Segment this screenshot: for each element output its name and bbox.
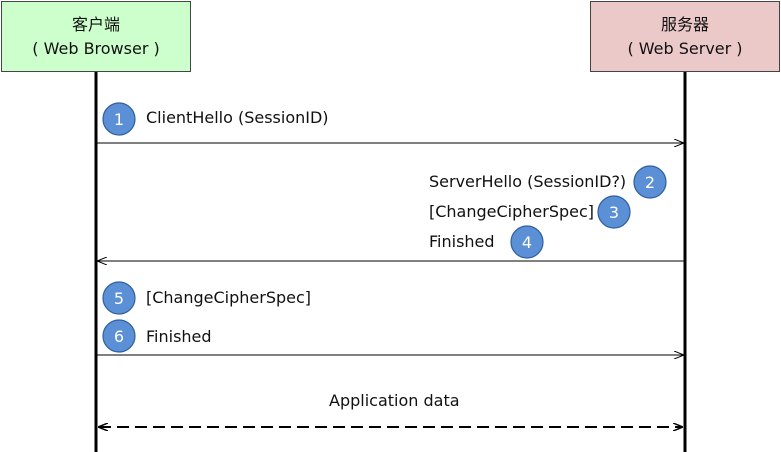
client-title: 客户端 (71, 14, 120, 34)
client-box: 客户端 ( Web Browser ) (1, 1, 191, 72)
step-2-badge: 2 (633, 165, 667, 199)
svg-text:2: 2 (645, 173, 655, 192)
message-label-4: Finished (429, 232, 495, 251)
server-subtitle: ( Web Server ) (627, 38, 743, 58)
svg-text:3: 3 (609, 203, 619, 222)
message-label-2: ServerHello (SessionID?) (429, 172, 627, 191)
step-6-badge: 6 (102, 319, 136, 353)
server-box: 服务器 ( Web Server ) (590, 1, 780, 72)
svg-text:6: 6 (114, 327, 124, 346)
step-1-badge: 1 (102, 102, 136, 136)
client-subtitle: ( Web Browser ) (32, 38, 160, 58)
message-label-5: [ChangeCipherSpec] (146, 288, 312, 307)
message-label-1: ClientHello (SessionID) (146, 108, 329, 127)
svg-text:5: 5 (114, 289, 124, 308)
step-4-badge: 4 (510, 225, 544, 259)
svg-text:1: 1 (114, 110, 124, 129)
message-label-6: Finished (146, 327, 212, 346)
step-5-badge: 5 (102, 281, 136, 315)
application-data-label: Application data (329, 391, 460, 410)
svg-text:4: 4 (522, 233, 532, 252)
step-3-badge: 3 (597, 195, 631, 229)
server-title: 服务器 (660, 14, 709, 34)
message-label-3: [ChangeCipherSpec] (429, 202, 595, 221)
